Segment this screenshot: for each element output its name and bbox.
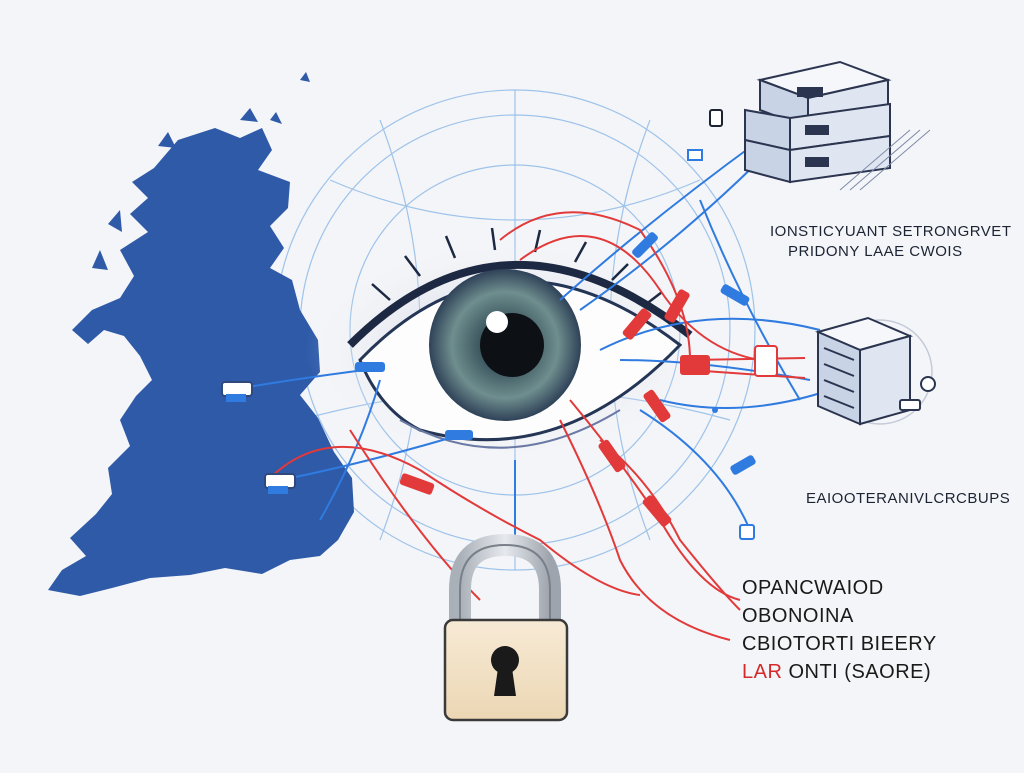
- caption-line-2: PRIDONY LAAE CWOIS: [788, 243, 963, 260]
- padlock-icon: [443, 533, 569, 722]
- bottom-caption-suffix: ONTI (SAORE): [788, 661, 932, 683]
- caption-line-1: IONSTICYUANT SETRONGRVET: [770, 223, 1012, 240]
- bottom-caption-line-1: OPANCWAIOD: [742, 577, 884, 599]
- server-tower-icon: [814, 316, 936, 426]
- bottom-caption-line-4: LAR ONTI (SAORE): [742, 658, 937, 686]
- middle-right-caption: EAIOOTERANIVLCRCBUPS: [806, 490, 1011, 507]
- cable-connector-icon: [221, 109, 778, 540]
- bottom-right-caption: OPANCWAIOD OBONOINA CBIOTORTI BIEERY LAR…: [742, 574, 937, 686]
- bottom-caption-line-2: OBONOINA: [742, 605, 854, 627]
- server-stack-icon: [744, 60, 931, 191]
- top-right-caption: IONSTICYUANT SETRONGRVET PRIDONY LAAE CW…: [770, 222, 1011, 262]
- bottom-caption-line-3: CBIOTORTI BIEERY: [742, 633, 937, 655]
- eye-icon: [347, 227, 693, 449]
- bottom-caption-red-prefix: LAR: [742, 661, 783, 683]
